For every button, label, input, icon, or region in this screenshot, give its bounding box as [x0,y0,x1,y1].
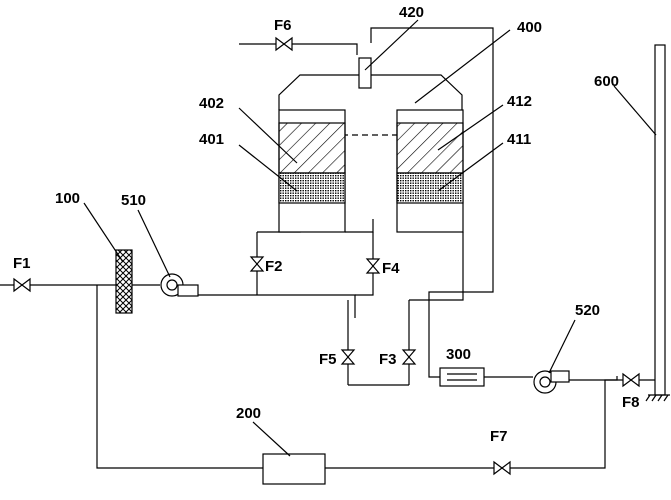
label-510: 510 [121,192,146,209]
label-f5: F5 [319,351,337,368]
label-600: 600 [594,73,619,90]
label-420: 420 [399,4,424,21]
bed-402 [278,122,346,174]
fan-510 [160,273,199,297]
leader-lines [83,19,657,457]
label-f8: F8 [622,394,640,411]
label-412: 412 [507,93,532,110]
label-411: 411 [507,131,531,148]
labels: F1 100 510 F2 F4 F5 F3 300 520 F8 200 F7… [13,4,640,445]
label-f3: F3 [379,351,397,368]
valve-f2 [249,256,265,272]
filter-100 [115,249,133,314]
label-401: 401 [199,131,224,148]
label-520: 520 [575,302,600,319]
label-f1: F1 [13,255,31,272]
label-f7: F7 [490,428,508,445]
fan-520 [533,370,570,394]
bed-401 [278,172,346,204]
valve-f8 [622,372,640,388]
label-f4: F4 [382,260,400,277]
label-f2: F2 [265,258,283,275]
label-300: 300 [446,346,471,363]
stack-600 [645,44,670,402]
valve-f4 [365,258,381,274]
bed-412 [396,122,464,174]
adsorber-400 [278,57,464,233]
bed-411 [396,172,464,204]
valve-f6 [275,36,293,52]
heat-exchanger-300 [439,367,485,387]
label-200: 200 [236,405,261,422]
label-f6: F6 [274,17,292,34]
label-400: 400 [517,19,542,36]
label-402: 402 [199,95,224,112]
valve-f5 [340,349,356,365]
valve-f1 [13,277,31,293]
valve-f3 [401,349,417,365]
unit-200 [262,453,326,485]
valve-f7 [493,460,511,476]
label-100: 100 [55,190,80,207]
piping [0,27,655,469]
